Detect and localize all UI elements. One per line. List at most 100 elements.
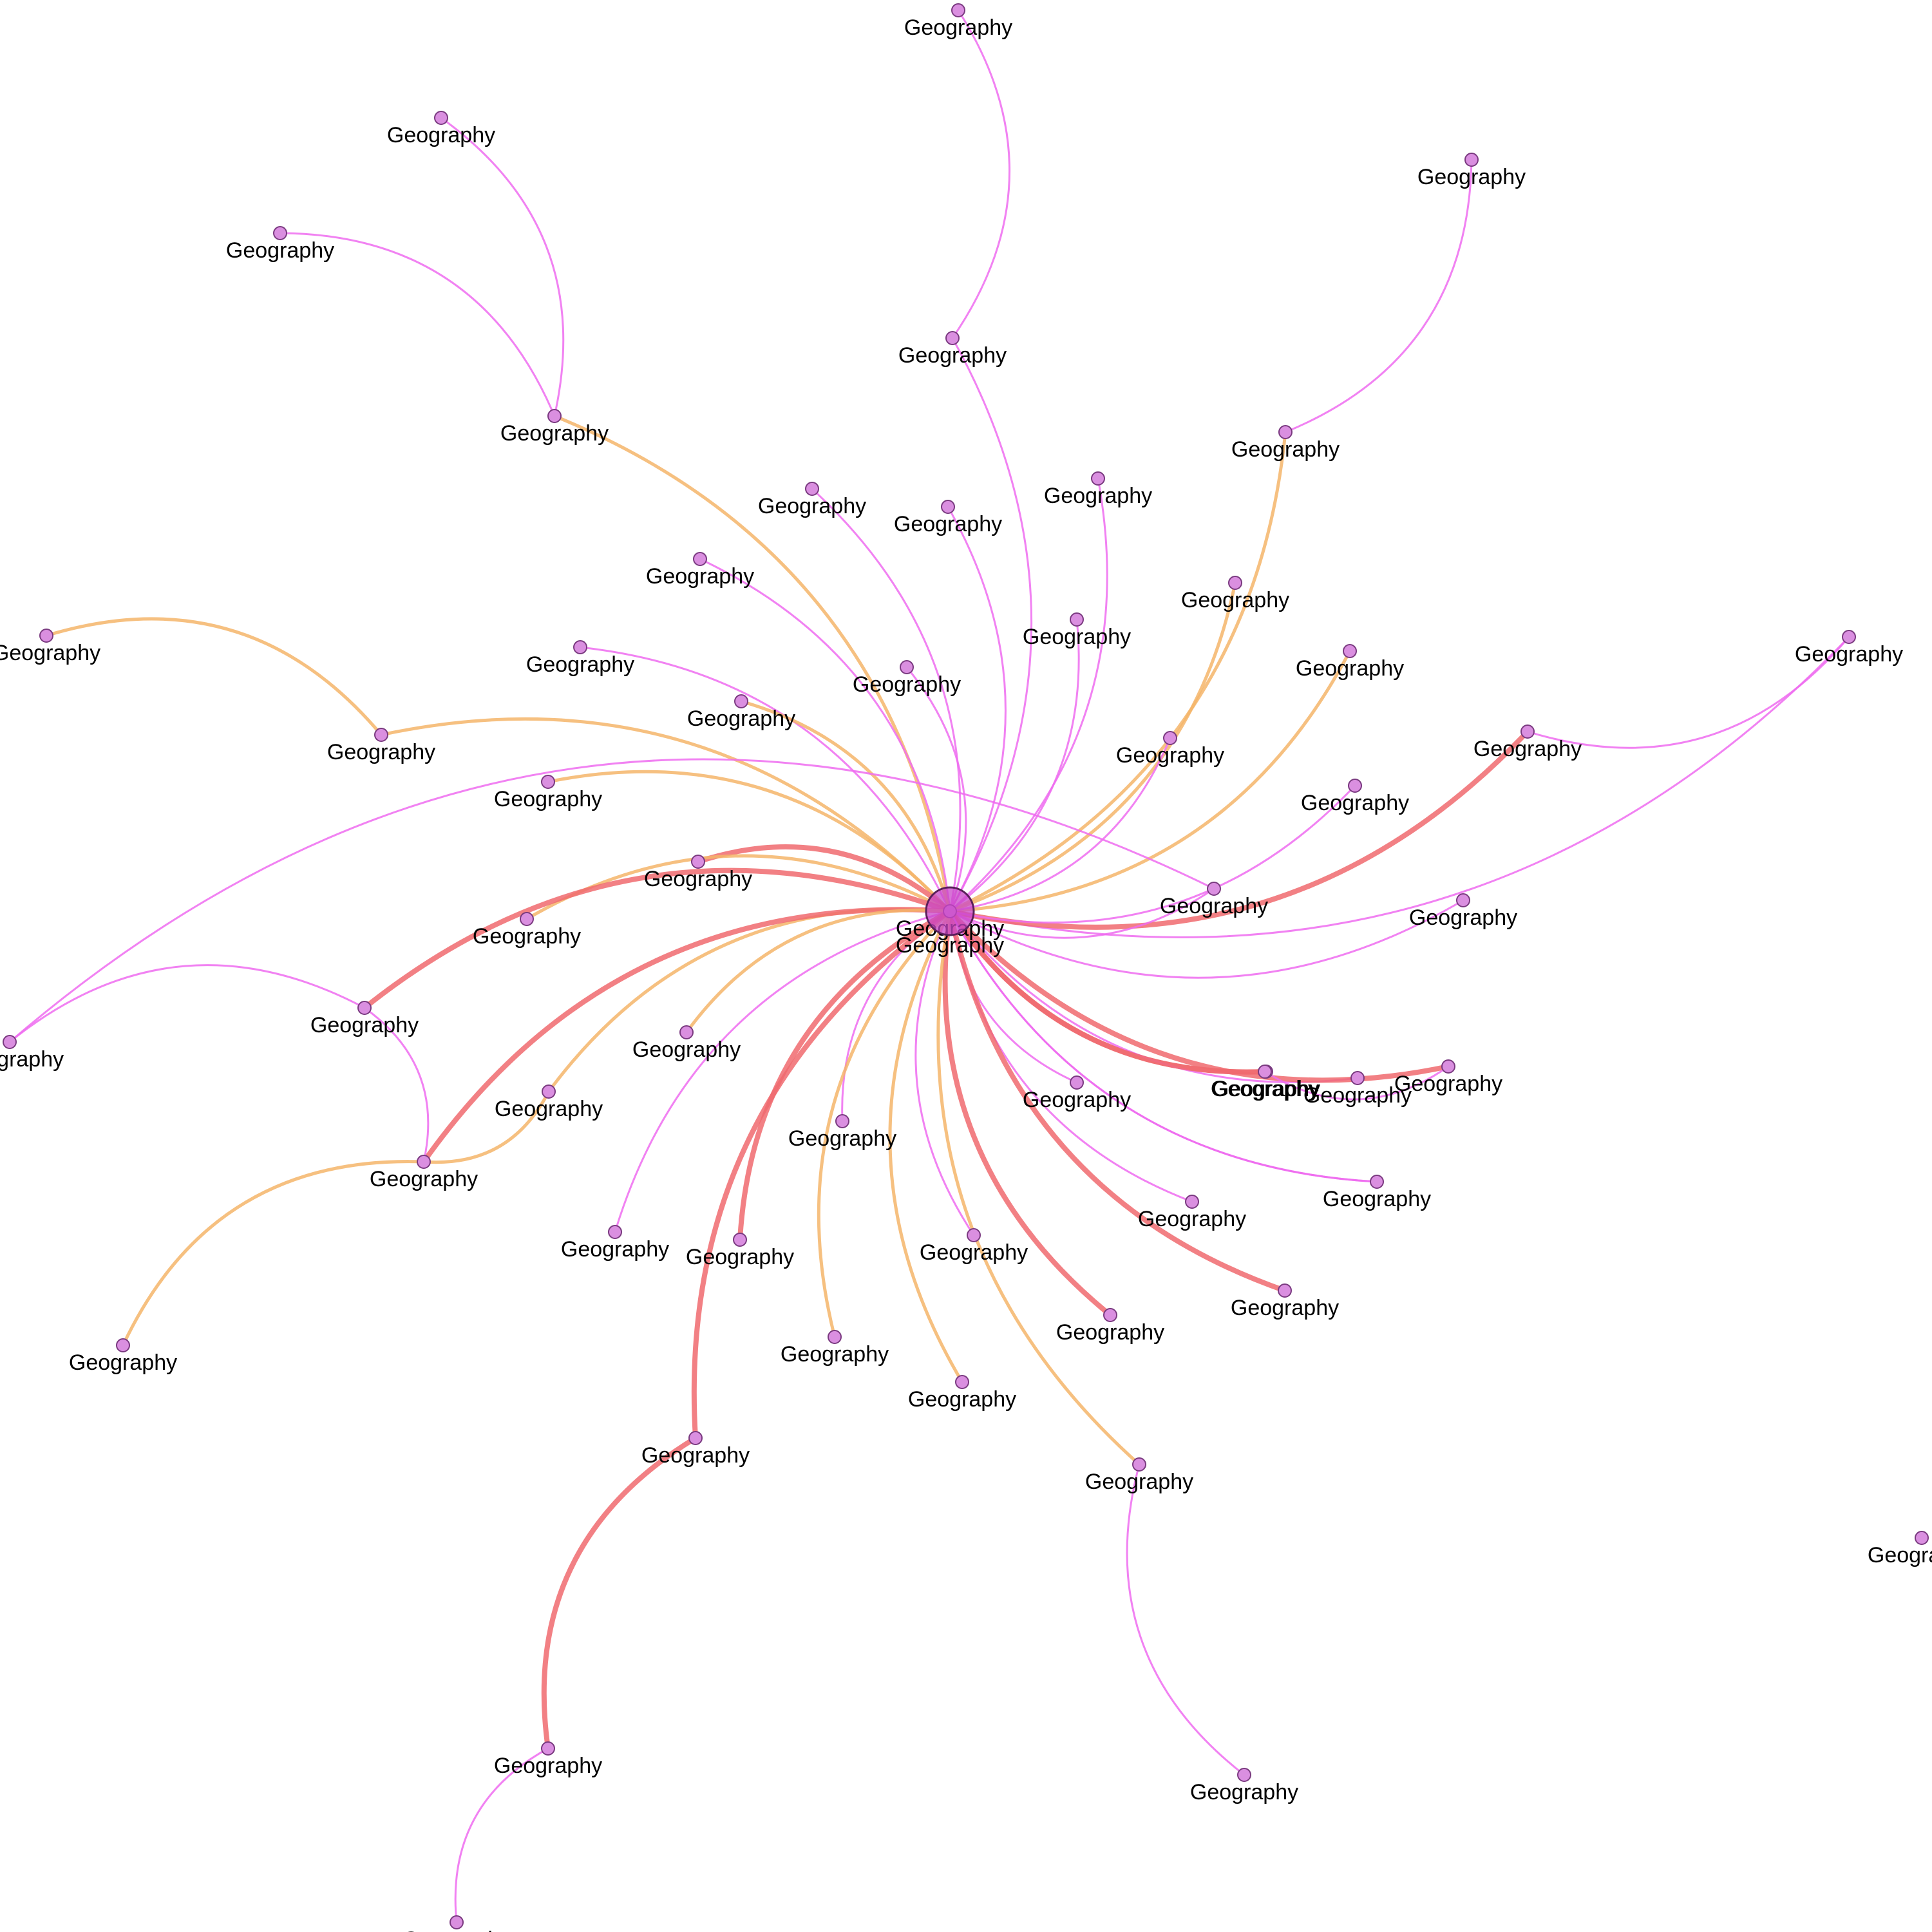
node-n55[interactable]: Geography [1190, 1768, 1298, 1804]
node-marker[interactable] [1370, 1175, 1384, 1189]
node-marker[interactable] [450, 1915, 464, 1929]
node-n56[interactable]: Geography [641, 1431, 750, 1468]
node-marker[interactable] [1343, 644, 1357, 658]
node-marker[interactable] [1258, 1065, 1272, 1079]
node-n4[interactable]: Geography [1417, 153, 1526, 189]
node-n59[interactable]: Geography [1868, 1531, 1932, 1567]
node-marker[interactable] [1278, 1283, 1292, 1298]
node-n8[interactable]: Geography [758, 482, 866, 518]
node-marker[interactable] [1091, 471, 1105, 486]
node-marker[interactable] [417, 1155, 431, 1169]
node-marker[interactable] [573, 640, 587, 654]
node-marker[interactable] [39, 629, 53, 643]
node-marker[interactable] [1132, 1457, 1146, 1472]
hub-node-marker[interactable] [925, 886, 975, 936]
node-marker[interactable] [951, 3, 965, 17]
node-n7[interactable]: Geography [1231, 425, 1340, 462]
node-n32[interactable]: Geography [1409, 893, 1517, 930]
node-n47[interactable]: Geography [1138, 1195, 1246, 1231]
node-n38[interactable]: Geography [632, 1025, 741, 1062]
node-n6[interactable]: Geography [500, 409, 609, 446]
node-marker[interactable] [520, 912, 534, 926]
node-marker[interactable] [900, 660, 914, 674]
node-n39[interactable]: Geography [69, 1338, 177, 1375]
node-marker[interactable] [945, 331, 960, 345]
node-marker[interactable] [1185, 1195, 1199, 1209]
node-n3[interactable]: Geography [226, 226, 334, 263]
node-marker[interactable] [357, 1001, 372, 1015]
node-n43[interactable]: Geography [788, 1114, 896, 1151]
node-marker[interactable] [734, 694, 748, 708]
node-n2[interactable]: Geography [387, 111, 495, 147]
node-marker[interactable] [1207, 882, 1221, 896]
node-n15[interactable]: Geography [526, 640, 634, 677]
node-n21[interactable]: Geography [1473, 724, 1582, 761]
node-marker[interactable] [434, 111, 448, 125]
node-marker[interactable] [608, 1225, 622, 1239]
node-marker[interactable] [116, 1338, 130, 1352]
node-marker[interactable] [541, 775, 555, 789]
node-marker[interactable] [547, 409, 562, 423]
node-marker[interactable] [688, 1431, 703, 1445]
node-marker[interactable] [733, 1233, 747, 1247]
node-n24[interactable]: Geography [494, 775, 602, 811]
node-n57[interactable]: Geography [494, 1741, 602, 1778]
node-n40[interactable]: Geography [1394, 1059, 1502, 1096]
node-marker[interactable] [541, 1741, 555, 1756]
node-marker[interactable] [955, 1375, 969, 1389]
node-marker[interactable] [805, 482, 819, 496]
node-n16[interactable]: Geography [0, 629, 100, 665]
node-n19[interactable]: Geography [1795, 630, 1903, 667]
node-n36[interactable]: Geography [1303, 1071, 1412, 1108]
node-marker[interactable] [1070, 612, 1084, 627]
node-n25[interactable]: Geography [644, 855, 752, 891]
node-marker[interactable] [1441, 1059, 1455, 1074]
node-marker[interactable] [1278, 425, 1293, 439]
node-n58[interactable]: Geography [402, 1915, 511, 1932]
node-n35[interactable]: Geography [1212, 1065, 1320, 1101]
node-marker[interactable] [1915, 1531, 1929, 1545]
node-marker[interactable] [1348, 779, 1362, 793]
node-marker[interactable] [1070, 1075, 1084, 1090]
node-marker[interactable] [1842, 630, 1856, 644]
node-n1[interactable]: Geography [904, 3, 1012, 40]
node-n30[interactable]: Geography [310, 1001, 419, 1037]
node-n11[interactable]: Geography [646, 552, 754, 589]
node-marker[interactable] [679, 1025, 694, 1039]
node-marker[interactable] [273, 226, 287, 240]
node-n28[interactable]: Geography [0, 1035, 64, 1072]
node-n12[interactable]: Geography [1181, 576, 1289, 612]
node-n51[interactable]: Geography [1231, 1283, 1339, 1320]
node-n20[interactable]: Geography [327, 728, 435, 764]
node-n54[interactable]: Geography [1085, 1457, 1193, 1494]
node-n10[interactable]: Geography [1044, 471, 1152, 508]
node-n13[interactable]: Geography [1023, 612, 1131, 649]
node-marker[interactable] [1350, 1071, 1365, 1085]
node-marker[interactable] [1520, 724, 1535, 739]
node-n33[interactable]: Geography [495, 1084, 603, 1121]
node-n45[interactable]: Geography [686, 1233, 794, 1269]
node-n34[interactable]: Geography [370, 1155, 478, 1191]
node-marker[interactable] [3, 1035, 17, 1049]
node-n26[interactable]: Geography [473, 912, 581, 949]
hub-node[interactable]: Geography [896, 886, 1004, 958]
node-n17[interactable]: Geography [853, 660, 961, 697]
node-marker[interactable] [835, 1114, 849, 1128]
node-n37[interactable]: Geography [1023, 1075, 1131, 1112]
node-marker[interactable] [1456, 893, 1470, 907]
node-n50[interactable]: Geography [1323, 1175, 1431, 1211]
node-n44[interactable]: Geography [561, 1225, 669, 1262]
node-n48[interactable]: Geography [1056, 1308, 1164, 1345]
node-n52[interactable]: Geography [908, 1375, 1016, 1412]
node-marker[interactable] [691, 855, 705, 869]
node-marker[interactable] [967, 1228, 981, 1242]
node-n14[interactable]: Geography [1296, 644, 1404, 681]
node-marker[interactable] [374, 728, 388, 742]
node-marker[interactable] [1464, 153, 1479, 167]
node-n49[interactable]: Geography [781, 1330, 889, 1367]
node-marker[interactable] [941, 500, 955, 514]
node-marker[interactable] [542, 1084, 556, 1099]
node-marker[interactable] [828, 1330, 842, 1344]
node-n18[interactable]: Geography [687, 694, 795, 731]
node-n46[interactable]: Geography [920, 1228, 1028, 1265]
